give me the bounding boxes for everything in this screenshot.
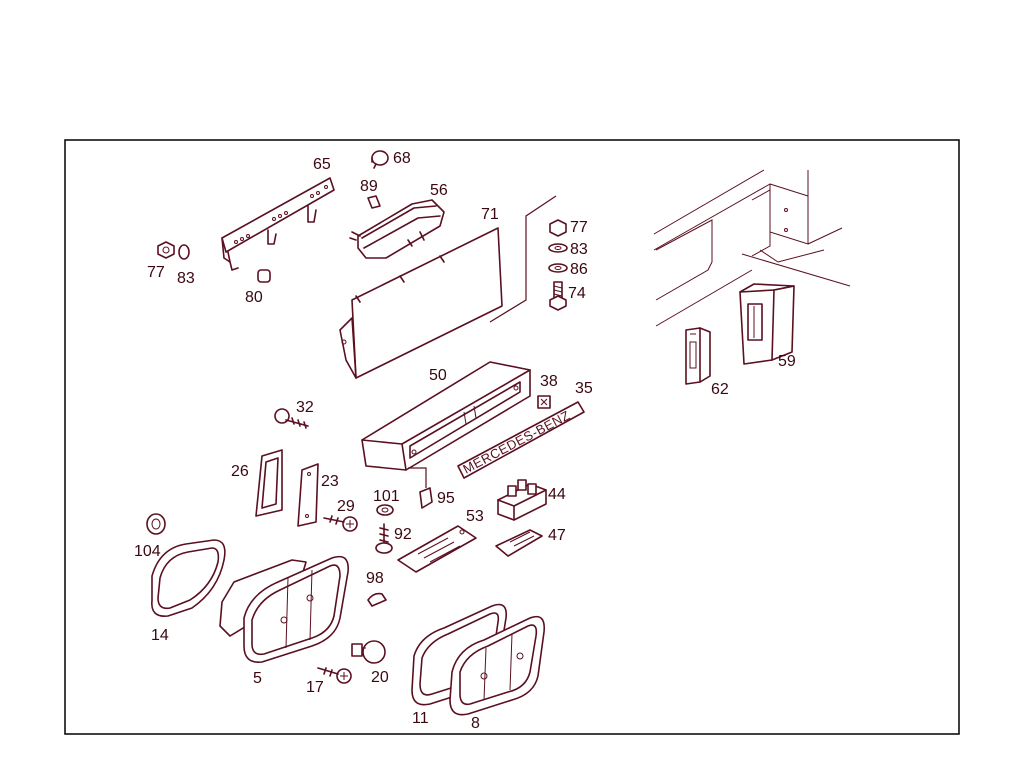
part-26-gasket (255, 449, 283, 517)
callout-44: 44 (548, 486, 566, 503)
callout-83-left: 83 (177, 270, 195, 287)
callout-80: 80 (245, 289, 263, 306)
part-77-nut-right (549, 219, 567, 237)
part-8-lens (449, 615, 546, 716)
part-80-grommet (257, 269, 271, 283)
callout-32: 32 (296, 399, 314, 416)
callout-86: 86 (570, 261, 588, 278)
part-83-washer-left (178, 244, 190, 260)
part-104-grommet (146, 513, 166, 535)
part-59-switch-housing (739, 283, 795, 365)
callout-26: 26 (231, 463, 249, 480)
callout-104: 104 (134, 543, 161, 560)
part-77-nut-left (157, 241, 175, 259)
callout-62: 62 (711, 381, 729, 398)
callout-71: 71 (481, 206, 499, 223)
callout-92: 92 (394, 526, 412, 543)
part-68-plug (371, 150, 389, 169)
part-23-lens (297, 463, 319, 527)
leader-71-bracket (489, 195, 557, 323)
part-53-lamp-base (397, 525, 477, 573)
body-section (653, 169, 851, 327)
callout-labels: 65 68 89 56 71 77 83 86 74 77 83 80 50 3… (134, 150, 796, 732)
part-32-screw (274, 408, 309, 429)
callout-89: 89 (360, 178, 378, 195)
callout-74: 74 (568, 285, 586, 302)
callout-83-right: 83 (570, 241, 588, 258)
callout-23: 23 (321, 473, 339, 490)
part-56-lamp-housing (349, 199, 445, 259)
part-92-screw (375, 523, 393, 554)
part-86-washer (548, 263, 568, 273)
callout-5: 5 (253, 670, 262, 687)
callout-95: 95 (437, 490, 455, 507)
callout-50: 50 (429, 367, 447, 384)
part-62-latch (685, 327, 711, 385)
part-47-cover (495, 529, 543, 557)
callout-68: 68 (393, 150, 411, 167)
callout-53: 53 (466, 508, 484, 525)
callout-77-right: 77 (570, 219, 588, 236)
part-101-washer (376, 504, 394, 516)
callout-101: 101 (373, 488, 400, 505)
diagram-frame (64, 139, 960, 735)
part-95-clip (408, 467, 433, 509)
part-17-screw (317, 667, 352, 684)
part-29-screw (323, 515, 358, 532)
callout-11: 11 (412, 710, 429, 727)
callout-35: 35 (575, 380, 593, 397)
part-65-bracket (221, 177, 335, 271)
part-89-clip (367, 195, 381, 209)
part-44-switch (497, 479, 547, 521)
callout-98: 98 (366, 570, 384, 587)
callout-20: 20 (371, 669, 389, 686)
callout-47: 47 (548, 527, 566, 544)
callout-17: 17 (306, 679, 324, 696)
part-20-bulb (351, 640, 386, 664)
callout-29: 29 (337, 498, 355, 515)
callout-77-left: 77 (147, 264, 165, 281)
part-83-washer-right (548, 243, 568, 253)
callout-59: 59 (778, 353, 796, 370)
part-74-bolt (549, 281, 567, 311)
callout-65: 65 (313, 156, 331, 173)
part-5-tail-light (219, 555, 349, 663)
part-98-bulb (367, 592, 387, 607)
part-71-trim-panel (339, 227, 503, 379)
callout-56: 56 (430, 182, 448, 199)
part-50-handle (361, 361, 531, 471)
callout-8: 8 (471, 715, 480, 732)
part-14-seal (151, 539, 226, 617)
part-38-clip (537, 395, 551, 409)
callout-14: 14 (151, 627, 169, 644)
callout-38: 38 (540, 373, 558, 390)
